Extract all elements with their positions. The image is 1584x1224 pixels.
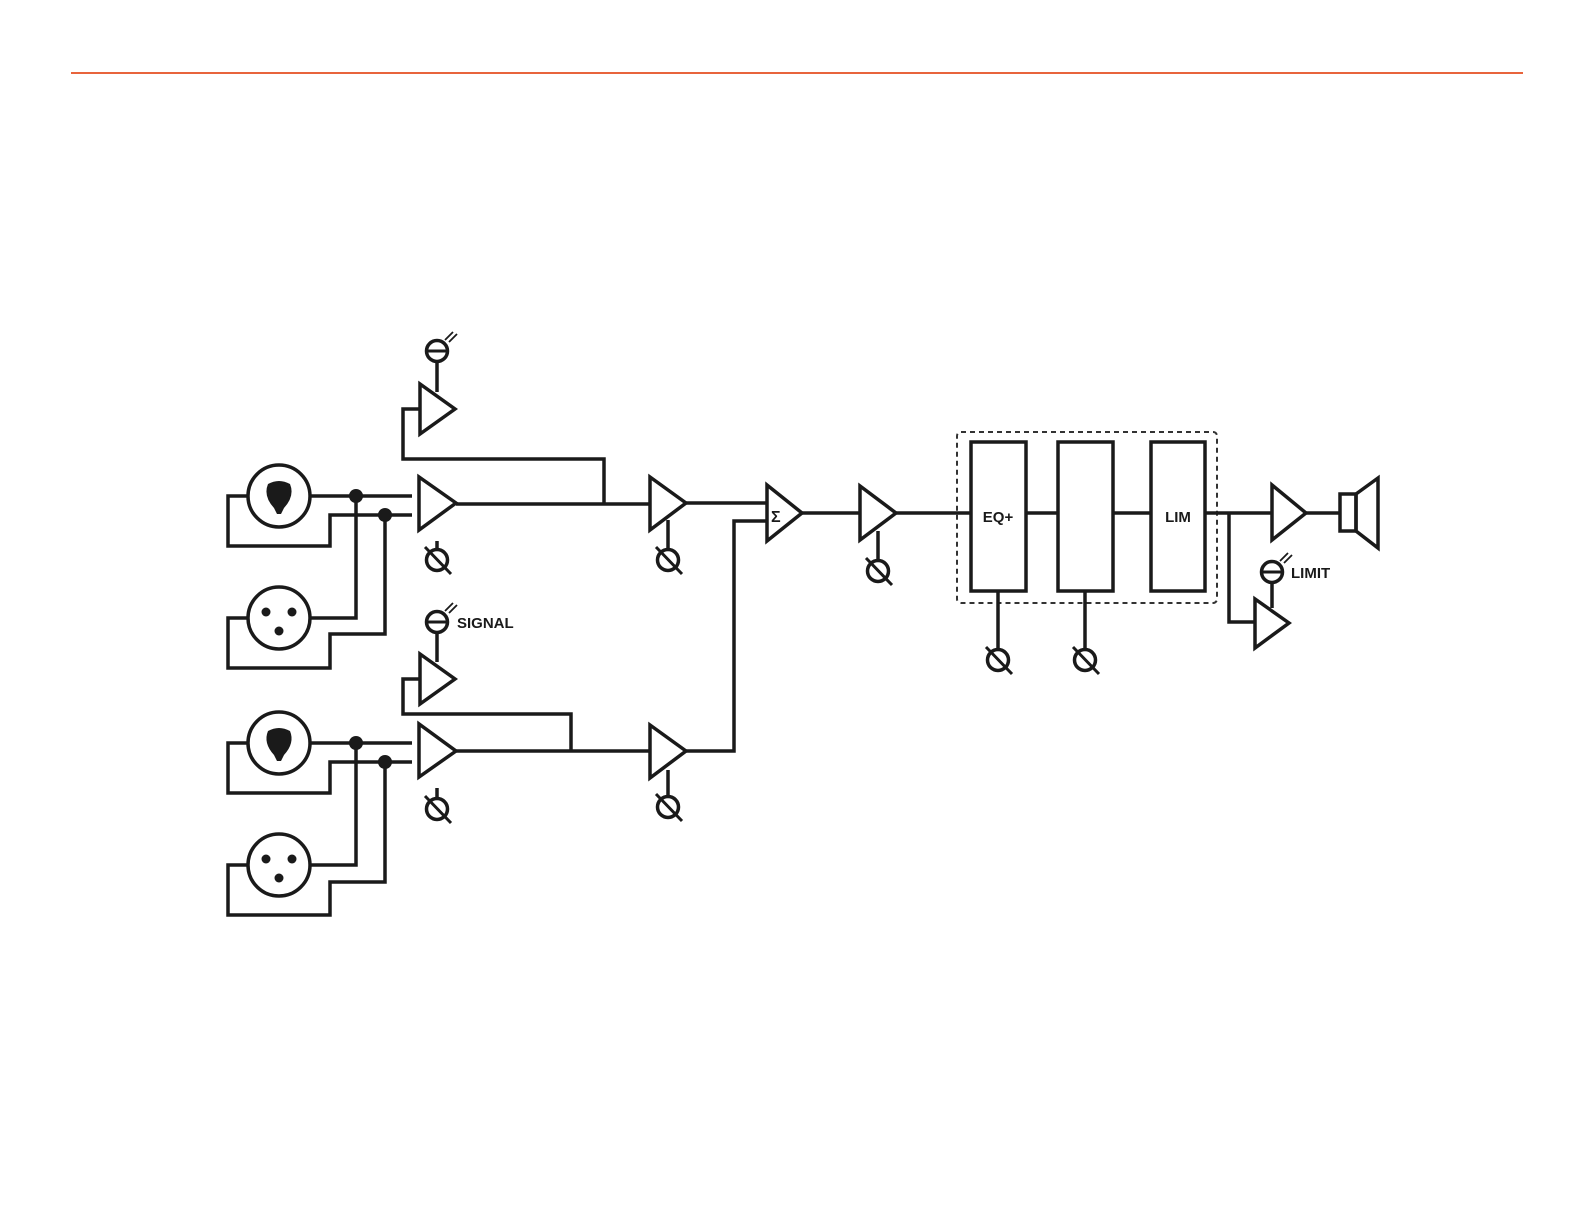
lim-label: LIM: [1165, 509, 1191, 526]
led-indicator-icon: [427, 332, 458, 362]
power-amp: [1272, 485, 1306, 540]
eq-label: EQ+: [983, 509, 1014, 526]
xlr-jack-icon: [248, 587, 310, 649]
potentiometer-knob-icon: [986, 647, 1012, 674]
potentiometer-knob-icon: [1073, 647, 1099, 674]
limit-label: LIMIT: [1291, 565, 1330, 582]
xlr-jack-2: [228, 743, 385, 915]
speaker-icon: [1340, 478, 1378, 548]
potentiometer-knob-icon: [866, 558, 892, 585]
channel-2: SIGNAL: [228, 521, 767, 915]
potentiometer-knob-icon: [656, 547, 682, 574]
xlr-jack-icon: [248, 834, 310, 896]
potentiometer-knob-icon: [656, 794, 682, 821]
filter-block: [1058, 442, 1113, 591]
junction-dot: [378, 508, 392, 522]
signal-label: SIGNAL: [457, 615, 514, 632]
preamp-2: [419, 724, 456, 777]
junction-dot: [349, 489, 363, 503]
potentiometer-knob-icon: [425, 796, 451, 823]
junction-dot: [378, 755, 392, 769]
junction-dot: [349, 736, 363, 750]
sum-symbol: Σ: [771, 509, 781, 526]
led-indicator-icon: [1262, 553, 1293, 583]
preamp-1: [419, 477, 456, 530]
master-section: Σ EQ+ LIM LIMIT: [767, 432, 1378, 674]
led-indicator-icon: [427, 603, 458, 633]
xlr-jack-1: [228, 496, 385, 668]
potentiometer-knob-icon: [425, 547, 451, 574]
